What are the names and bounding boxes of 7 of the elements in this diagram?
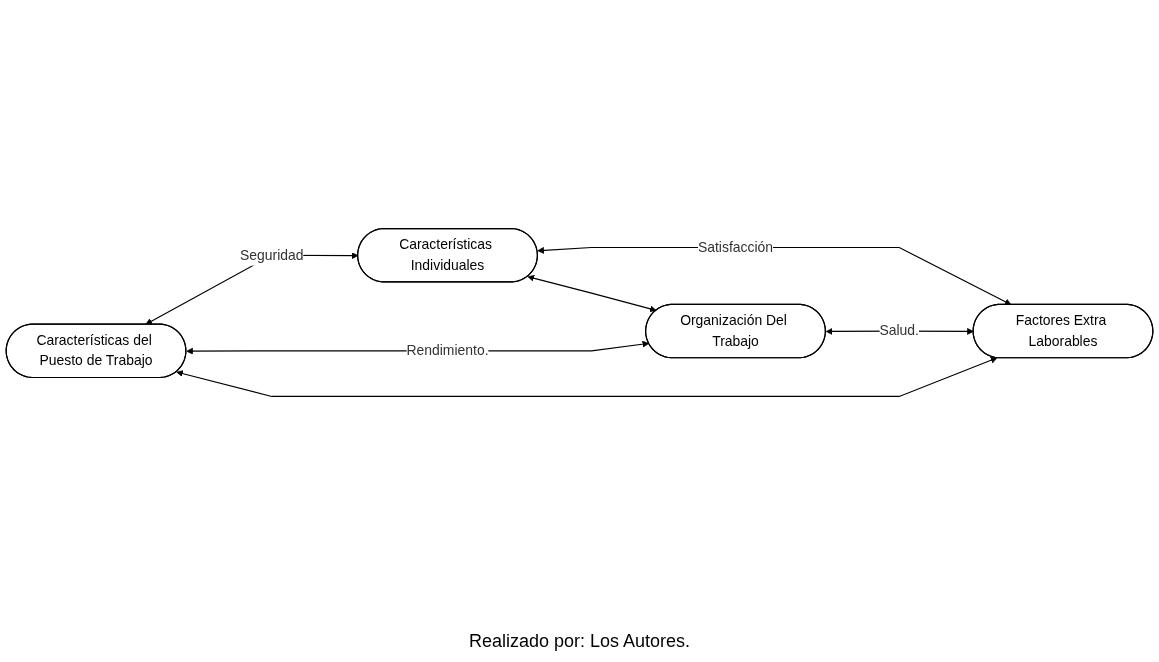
- arrow: [176, 357, 998, 398]
- edge-label: Rendimiento.: [406, 342, 489, 359]
- edge-label: Salud.: [879, 322, 919, 339]
- arrow: [527, 274, 657, 313]
- caption: Realizado por: Los Autores.: [468, 631, 691, 652]
- edge-label: Seguridad: [240, 247, 304, 263]
- edge-label: Satisfacción: [697, 239, 774, 255]
